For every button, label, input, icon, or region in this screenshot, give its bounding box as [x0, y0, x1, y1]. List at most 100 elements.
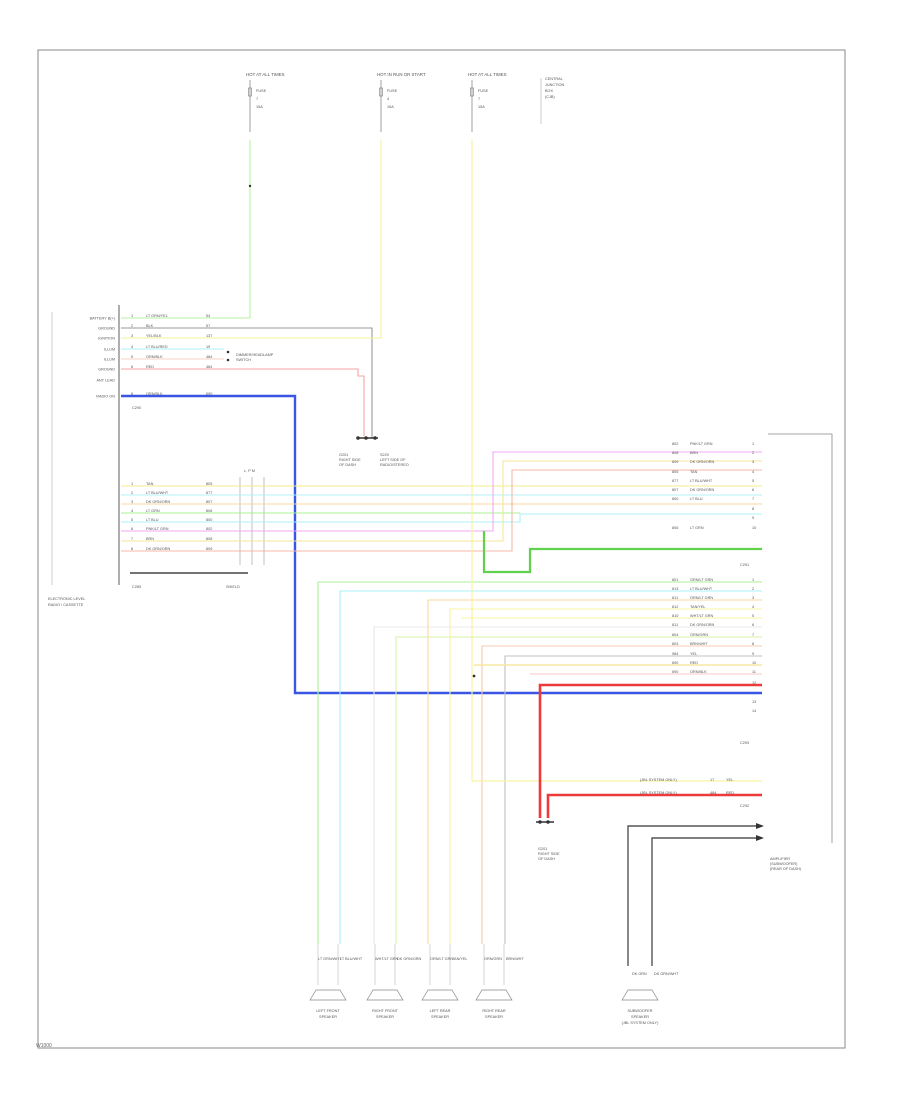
right-pin-number: 4	[752, 605, 754, 609]
fuse-icon	[248, 87, 252, 97]
right-circuit: 809	[672, 460, 678, 464]
left-pin-label: GROUND	[98, 368, 115, 372]
ground-point	[538, 820, 542, 824]
left-bottom-pin-number: 4	[131, 509, 133, 513]
right-circuit: 800	[672, 497, 678, 501]
left-bottom-circuit: 805	[206, 482, 212, 486]
right-pin-number: 3	[752, 460, 754, 464]
left-pin-label: ILLUM	[104, 348, 115, 352]
left-pin-number: 8	[131, 392, 133, 396]
right-wire-color: LT BLU	[690, 497, 703, 501]
left-pin-number: 4	[131, 345, 133, 349]
right-wire-color: DK GRN/ORN	[690, 488, 715, 492]
ground-point	[356, 436, 360, 440]
right-circuit: 804	[672, 633, 678, 637]
speaker-wire-color: LT BLU/WHT	[340, 957, 363, 961]
left-wire-color: ORN/BLK	[146, 392, 163, 396]
left-wire-color: YEL/BLK	[146, 334, 162, 338]
right-pin-number: 7	[752, 633, 754, 637]
left-wire-color: ORN/BLK	[146, 355, 163, 359]
dimmer-splice	[226, 350, 230, 354]
right-circuit: 802	[672, 442, 678, 446]
left-circuit: 57	[206, 324, 210, 328]
right-circuit: 984	[672, 652, 678, 656]
wire-sub-a	[627, 825, 762, 966]
wire-ground-red	[121, 368, 365, 436]
right-circuit: 690	[672, 670, 678, 674]
speaker-wire-color: BRN/WHT	[506, 957, 524, 961]
left-pin-label: ILLUM	[104, 358, 115, 362]
right-circuit: 808	[672, 451, 678, 455]
right-wire-color: RED	[690, 661, 698, 665]
left-bottom-circuit: 806	[206, 509, 212, 513]
shield-label: SHIELD	[226, 585, 240, 589]
wire-speaker	[395, 636, 762, 944]
fuse-label: 15A	[256, 105, 263, 109]
right-circuit: 803	[672, 642, 678, 646]
right-circuit: 801	[672, 578, 678, 582]
speaker-name: SPEAKER	[431, 1015, 449, 1019]
right-wire-color: BRN	[690, 451, 698, 455]
right-circuit: 807	[672, 488, 678, 492]
speaker-name: SPEAKER	[485, 1015, 503, 1019]
right-wire-color: LT BLU/WHT	[690, 587, 713, 591]
right-connector: C292	[740, 804, 749, 808]
fuse-label: 7	[478, 97, 480, 101]
left-pin-number: 1	[131, 314, 133, 318]
left-bottom-circuit: 877	[206, 491, 212, 495]
fuse-label: 15A	[478, 105, 485, 109]
wire-layer	[51, 78, 833, 1001]
ground-point	[364, 436, 368, 440]
speaker-name: LEFT REAR	[430, 1009, 451, 1013]
feed-title: HOT AT ALL TIMES	[246, 72, 285, 77]
lpm-label: L, P M	[244, 469, 255, 473]
left-pin-label: BATTERY B(+)	[90, 317, 116, 321]
wire-splice	[472, 674, 476, 678]
right-wire-color: WHT/LT GRN	[690, 614, 714, 618]
left-bottom-wire-color: DK GRN/ORN	[146, 547, 171, 551]
right-wire-color: LT BLU/WHT	[690, 479, 713, 483]
right-wire-color: DK GRN/ORN	[690, 623, 715, 627]
wire-brn	[121, 460, 762, 542]
left-wire-color: BLK	[146, 324, 154, 328]
left-pin-number: 6	[131, 365, 133, 369]
speaker-name: SPEAKER	[319, 1015, 337, 1019]
ground-a-label: G201	[339, 453, 348, 457]
left-bottom-circuit: 809	[206, 547, 212, 551]
dimmer-note: DIMMER/HEADLAMP	[236, 353, 274, 357]
left-pin-label: IGNITION	[98, 337, 115, 341]
dimmer-note: SWITCH	[236, 358, 251, 362]
right-connector: C293	[740, 741, 749, 745]
left-wire-color: LT BLU/RED	[146, 345, 168, 349]
speaker-wire-color: WHT/LT GRN	[375, 957, 399, 961]
ground-a-label: RIGHT SIDE	[339, 458, 361, 462]
right-pin-number: 12	[752, 681, 756, 685]
left-bottom-connector: C289	[132, 585, 141, 589]
right-wire-color: YEL	[726, 778, 733, 782]
wire-ground	[121, 327, 373, 438]
right-pin-number: 3	[752, 596, 754, 600]
fuse-label: 4	[387, 97, 389, 101]
wire-battery	[121, 140, 251, 319]
right-pin-number: 17	[710, 778, 714, 782]
ground-point	[373, 436, 377, 440]
wire-hot-feed	[471, 140, 762, 782]
right-pin-number: 4	[752, 470, 754, 474]
right-wire-color: YEL	[690, 652, 697, 656]
ground-c-label: OF DASH	[538, 857, 555, 861]
right-module-name: (SUBWOOFER)	[770, 862, 798, 866]
wire-red-jbl	[546, 793, 762, 818]
right-module-name: AMPLIFIER	[770, 857, 790, 861]
subwoofer-name: SUBWOOFER	[628, 1009, 653, 1013]
wire-red	[538, 683, 762, 818]
speaker-icon	[366, 989, 404, 1001]
left-circuit: 137	[206, 334, 212, 338]
left-bottom-pin-number: 5	[131, 518, 133, 522]
left-bottom-circuit: 807	[206, 500, 212, 504]
right-pin-number: 1	[752, 578, 754, 582]
right-wire-color: LT GRN	[690, 526, 704, 530]
right-pin-number: 9	[752, 652, 754, 656]
right-module-name: (REAR OF DASH)	[770, 867, 802, 871]
